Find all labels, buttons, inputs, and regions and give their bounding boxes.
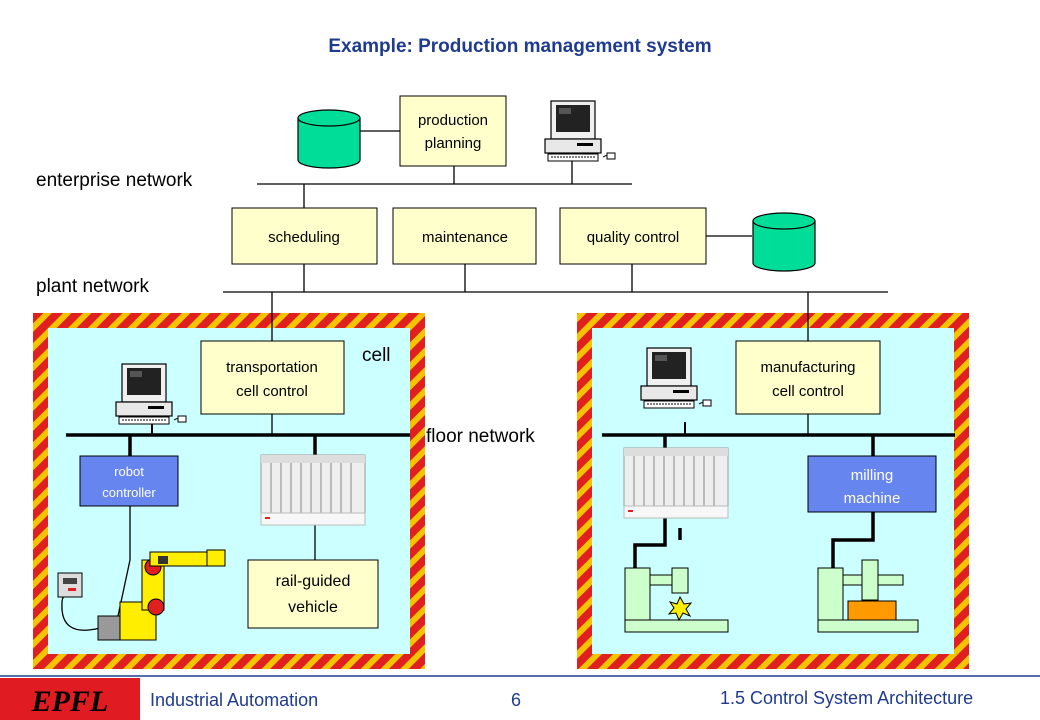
rail-guided-line2: vehicle — [288, 599, 338, 616]
svg-text:EPFL: EPFL — [31, 685, 109, 718]
box-manufacturing-cell-control: manufacturing cell control — [735, 340, 881, 415]
milling-machine-line1: milling — [851, 467, 894, 484]
quality-control-label: quality control — [587, 229, 680, 246]
milling-machine-line2: machine — [844, 490, 901, 507]
maintenance-label: maintenance — [422, 229, 508, 246]
transportation-line1: transportation — [226, 359, 318, 376]
database-icon — [297, 109, 361, 169]
box-production-planning: production planning — [399, 95, 507, 167]
footer-page-number: 6 — [511, 690, 522, 710]
milling-press-icon — [817, 559, 919, 633]
cell-label: cell — [362, 345, 391, 366]
manufacturing-line1: manufacturing — [760, 359, 855, 376]
production-planning-line1: production — [418, 112, 488, 129]
robot-controller-line2: controller — [102, 485, 156, 500]
transportation-line2: cell control — [236, 383, 308, 400]
robot-arm-icon — [97, 549, 226, 641]
production-planning-line2: planning — [425, 135, 482, 152]
floor-buses — [66, 422, 955, 568]
box-transportation-cell-control: transportation cell control — [200, 340, 345, 415]
footer-course: Industrial Automation — [150, 690, 319, 710]
plant-network-label: plant network — [36, 276, 150, 297]
drill-press-icon — [624, 567, 729, 633]
box-rail-guided-vehicle: rail-guided vehicle — [247, 559, 379, 629]
floor-network-label: floor network — [426, 426, 535, 447]
enterprise-network-label: enterprise network — [36, 170, 193, 191]
footer-section: 1.5 Control System Architecture — [720, 688, 974, 708]
box-maintenance: maintenance — [392, 207, 537, 265]
box-scheduling: scheduling — [231, 207, 378, 265]
plc-rack-icon — [623, 447, 729, 519]
scheduling-label: scheduling — [268, 229, 340, 246]
database-icon — [752, 212, 816, 272]
rail-guided-line1: rail-guided — [276, 573, 351, 590]
epfl-logo: EPFL — [0, 678, 140, 720]
robot-controller-line1: robot — [114, 464, 144, 479]
computer-icon — [544, 100, 616, 162]
box-robot-controller: robot controller — [79, 455, 179, 507]
teach-pendant-icon — [57, 572, 83, 598]
box-milling-machine: milling machine — [807, 455, 937, 513]
page-title: Example: Production management system — [328, 36, 712, 57]
plc-rack-icon — [260, 454, 366, 526]
manufacturing-line2: cell control — [772, 383, 844, 400]
box-quality-control: quality control — [559, 207, 707, 265]
